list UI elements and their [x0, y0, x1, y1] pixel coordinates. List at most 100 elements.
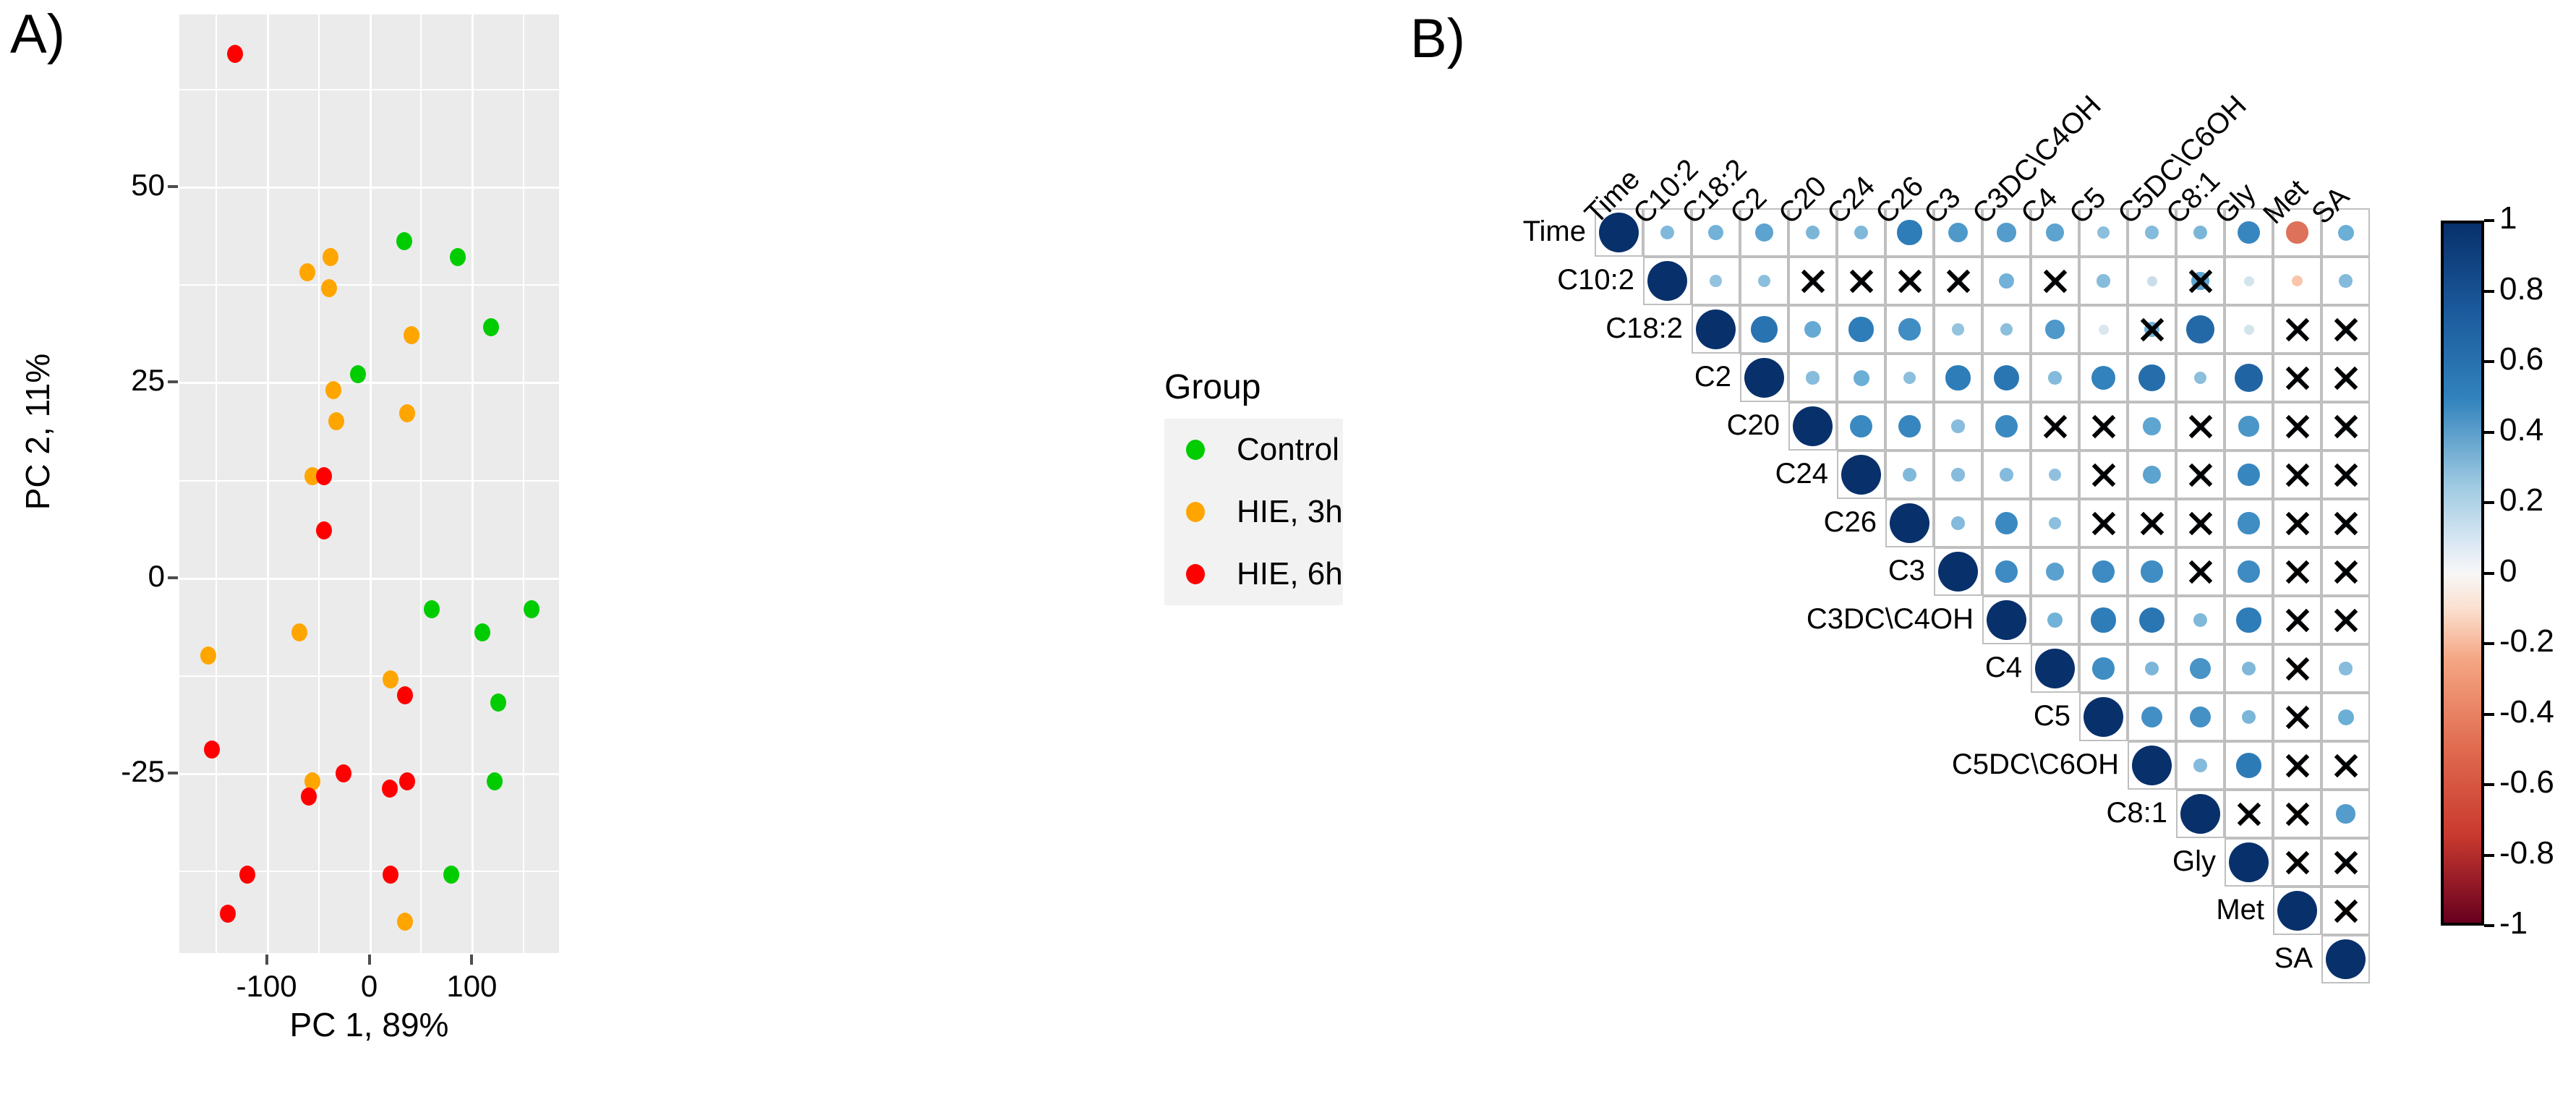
correlation-cell[interactable] — [1885, 208, 1934, 257]
correlation-cell[interactable] — [2128, 208, 2176, 257]
correlation-cell[interactable] — [2128, 305, 2176, 354]
correlation-cell[interactable] — [1982, 305, 2031, 354]
correlation-cell[interactable] — [2225, 790, 2273, 838]
correlation-cell[interactable] — [2225, 644, 2273, 693]
correlation-cell[interactable] — [1740, 305, 1788, 354]
correlation-cell[interactable] — [2031, 644, 2079, 693]
correlation-cell[interactable] — [1788, 208, 1837, 257]
correlation-cell[interactable] — [2273, 499, 2321, 547]
correlation-cell[interactable] — [2225, 693, 2273, 741]
correlation-cell[interactable] — [1982, 354, 2031, 402]
correlation-cell[interactable] — [2079, 451, 2128, 499]
correlation-cell[interactable] — [2273, 402, 2321, 451]
correlation-cell[interactable] — [2128, 257, 2176, 305]
correlation-cell[interactable] — [2321, 596, 2370, 644]
correlation-cell[interactable] — [2225, 451, 2273, 499]
correlation-cell[interactable] — [1692, 257, 1740, 305]
correlation-cell[interactable] — [1788, 402, 1837, 451]
correlation-cell[interactable] — [2273, 693, 2321, 741]
correlation-cell[interactable] — [2176, 451, 2225, 499]
correlation-cell[interactable] — [1934, 499, 1982, 547]
correlation-cell[interactable] — [2176, 305, 2225, 354]
correlation-cell[interactable] — [2273, 838, 2321, 887]
correlation-cell[interactable] — [1934, 305, 1982, 354]
correlation-cell[interactable] — [2031, 596, 2079, 644]
correlation-cell[interactable] — [2225, 305, 2273, 354]
correlation-cell[interactable] — [2128, 547, 2176, 596]
correlation-cell[interactable] — [2176, 547, 2225, 596]
correlation-cell[interactable] — [2273, 354, 2321, 402]
correlation-cell[interactable] — [2176, 402, 2225, 451]
correlation-cell[interactable] — [1885, 305, 1934, 354]
correlation-cell[interactable] — [1740, 354, 1788, 402]
correlation-cell[interactable] — [2225, 741, 2273, 790]
correlation-cell[interactable] — [2031, 547, 2079, 596]
correlation-cell[interactable] — [2321, 838, 2370, 887]
correlation-cell[interactable] — [2321, 354, 2370, 402]
correlation-cell[interactable] — [1692, 305, 1740, 354]
correlation-cell[interactable] — [2225, 354, 2273, 402]
correlation-cell[interactable] — [2225, 499, 2273, 547]
correlation-cell[interactable] — [2273, 596, 2321, 644]
correlation-cell[interactable] — [2031, 402, 2079, 451]
correlation-cell[interactable] — [2273, 741, 2321, 790]
correlation-cell[interactable] — [2273, 547, 2321, 596]
correlation-cell[interactable] — [2321, 547, 2370, 596]
correlation-cell[interactable] — [2321, 693, 2370, 741]
correlation-cell[interactable] — [2079, 208, 2128, 257]
correlation-cell[interactable] — [1982, 451, 2031, 499]
correlation-cell[interactable] — [1740, 208, 1788, 257]
correlation-cell[interactable] — [2321, 790, 2370, 838]
correlation-cell[interactable] — [1740, 257, 1788, 305]
correlation-cell[interactable] — [1837, 305, 1885, 354]
correlation-cell[interactable] — [2273, 305, 2321, 354]
legend-item[interactable]: HIE, 3h — [1164, 481, 1343, 543]
correlation-cell[interactable] — [2176, 257, 2225, 305]
correlation-cell[interactable] — [1934, 451, 1982, 499]
correlation-cell[interactable] — [2128, 451, 2176, 499]
correlation-cell[interactable] — [2225, 838, 2273, 887]
correlation-cell[interactable] — [2128, 354, 2176, 402]
correlation-cell[interactable] — [2031, 305, 2079, 354]
correlation-cell[interactable] — [2273, 887, 2321, 935]
correlation-cell[interactable] — [2225, 208, 2273, 257]
correlation-cell[interactable] — [2128, 596, 2176, 644]
legend-item[interactable]: HIE, 6h — [1164, 543, 1343, 605]
correlation-cell[interactable] — [2273, 257, 2321, 305]
correlation-cell[interactable] — [2321, 887, 2370, 935]
correlation-cell[interactable] — [1837, 451, 1885, 499]
correlation-cell[interactable] — [2079, 402, 2128, 451]
correlation-cell[interactable] — [2176, 596, 2225, 644]
correlation-cell[interactable] — [1982, 208, 2031, 257]
correlation-cell[interactable] — [1934, 208, 1982, 257]
correlation-cell[interactable] — [2225, 596, 2273, 644]
correlation-cell[interactable] — [1788, 257, 1837, 305]
correlation-cell[interactable] — [2079, 644, 2128, 693]
legend-item[interactable]: Control — [1164, 419, 1343, 481]
correlation-cell[interactable] — [1885, 257, 1934, 305]
correlation-cell[interactable] — [2321, 935, 2370, 983]
correlation-cell[interactable] — [2128, 499, 2176, 547]
correlation-cell[interactable] — [1982, 257, 2031, 305]
correlation-cell[interactable] — [1837, 402, 1885, 451]
correlation-cell[interactable] — [2321, 402, 2370, 451]
correlation-cell[interactable] — [1595, 208, 1643, 257]
correlation-cell[interactable] — [1934, 402, 1982, 451]
correlation-cell[interactable] — [2079, 305, 2128, 354]
correlation-cell[interactable] — [1837, 354, 1885, 402]
correlation-cell[interactable] — [1982, 499, 2031, 547]
correlation-cell[interactable] — [2079, 499, 2128, 547]
correlation-cell[interactable] — [2176, 741, 2225, 790]
correlation-cell[interactable] — [1982, 402, 2031, 451]
correlation-cell[interactable] — [2225, 547, 2273, 596]
correlation-cell[interactable] — [2079, 596, 2128, 644]
correlation-cell[interactable] — [1692, 208, 1740, 257]
correlation-cell[interactable] — [2176, 790, 2225, 838]
correlation-cell[interactable] — [2321, 644, 2370, 693]
correlation-cell[interactable] — [2176, 208, 2225, 257]
correlation-cell[interactable] — [1934, 257, 1982, 305]
correlation-cell[interactable] — [2176, 499, 2225, 547]
correlation-cell[interactable] — [2321, 499, 2370, 547]
correlation-cell[interactable] — [2273, 790, 2321, 838]
correlation-cell[interactable] — [2031, 354, 2079, 402]
